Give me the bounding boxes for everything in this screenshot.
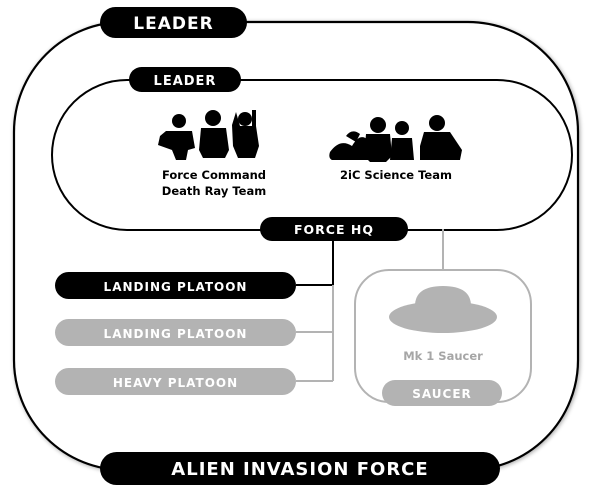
saucer-label: SAUCER xyxy=(412,387,472,401)
landing-platoon-2-pill: LANDING PLATOON xyxy=(55,319,296,346)
force-command-caption: Force Command xyxy=(162,168,266,182)
heavy-platoon-label: HEAVY PLATOON xyxy=(113,376,238,390)
mk1-saucer-caption: Mk 1 Saucer xyxy=(403,349,483,363)
force-hq-pill: FORCE HQ xyxy=(260,217,408,241)
force-command-team-figures-icon xyxy=(158,110,259,160)
alien-invasion-force-pill: ALIEN INVASION FORCE xyxy=(100,452,500,485)
outer-leader-label: LEADER xyxy=(133,14,213,34)
death-ray-team-caption: Death Ray Team xyxy=(162,184,266,198)
force-hq-frame xyxy=(51,79,573,231)
hq-leader-label: LEADER xyxy=(154,74,217,89)
science-team-figures-icon xyxy=(329,115,462,162)
outer-leader-pill: LEADER xyxy=(100,7,247,38)
landing-platoon-1-pill: LANDING PLATOON xyxy=(55,272,296,299)
science-team-caption: 2iC Science Team xyxy=(340,168,452,182)
landing-platoon-2-label: LANDING PLATOON xyxy=(104,327,248,341)
alien-invasion-force-label: ALIEN INVASION FORCE xyxy=(171,459,428,480)
hq-leader-pill: LEADER xyxy=(129,67,241,92)
saucer-pill: SAUCER xyxy=(382,380,502,406)
saucer-icon xyxy=(389,286,497,333)
force-hq-label: FORCE HQ xyxy=(294,222,374,237)
heavy-platoon-pill: HEAVY PLATOON xyxy=(55,368,296,395)
platoon-connectors xyxy=(296,229,444,382)
landing-platoon-1-label: LANDING PLATOON xyxy=(104,280,248,294)
